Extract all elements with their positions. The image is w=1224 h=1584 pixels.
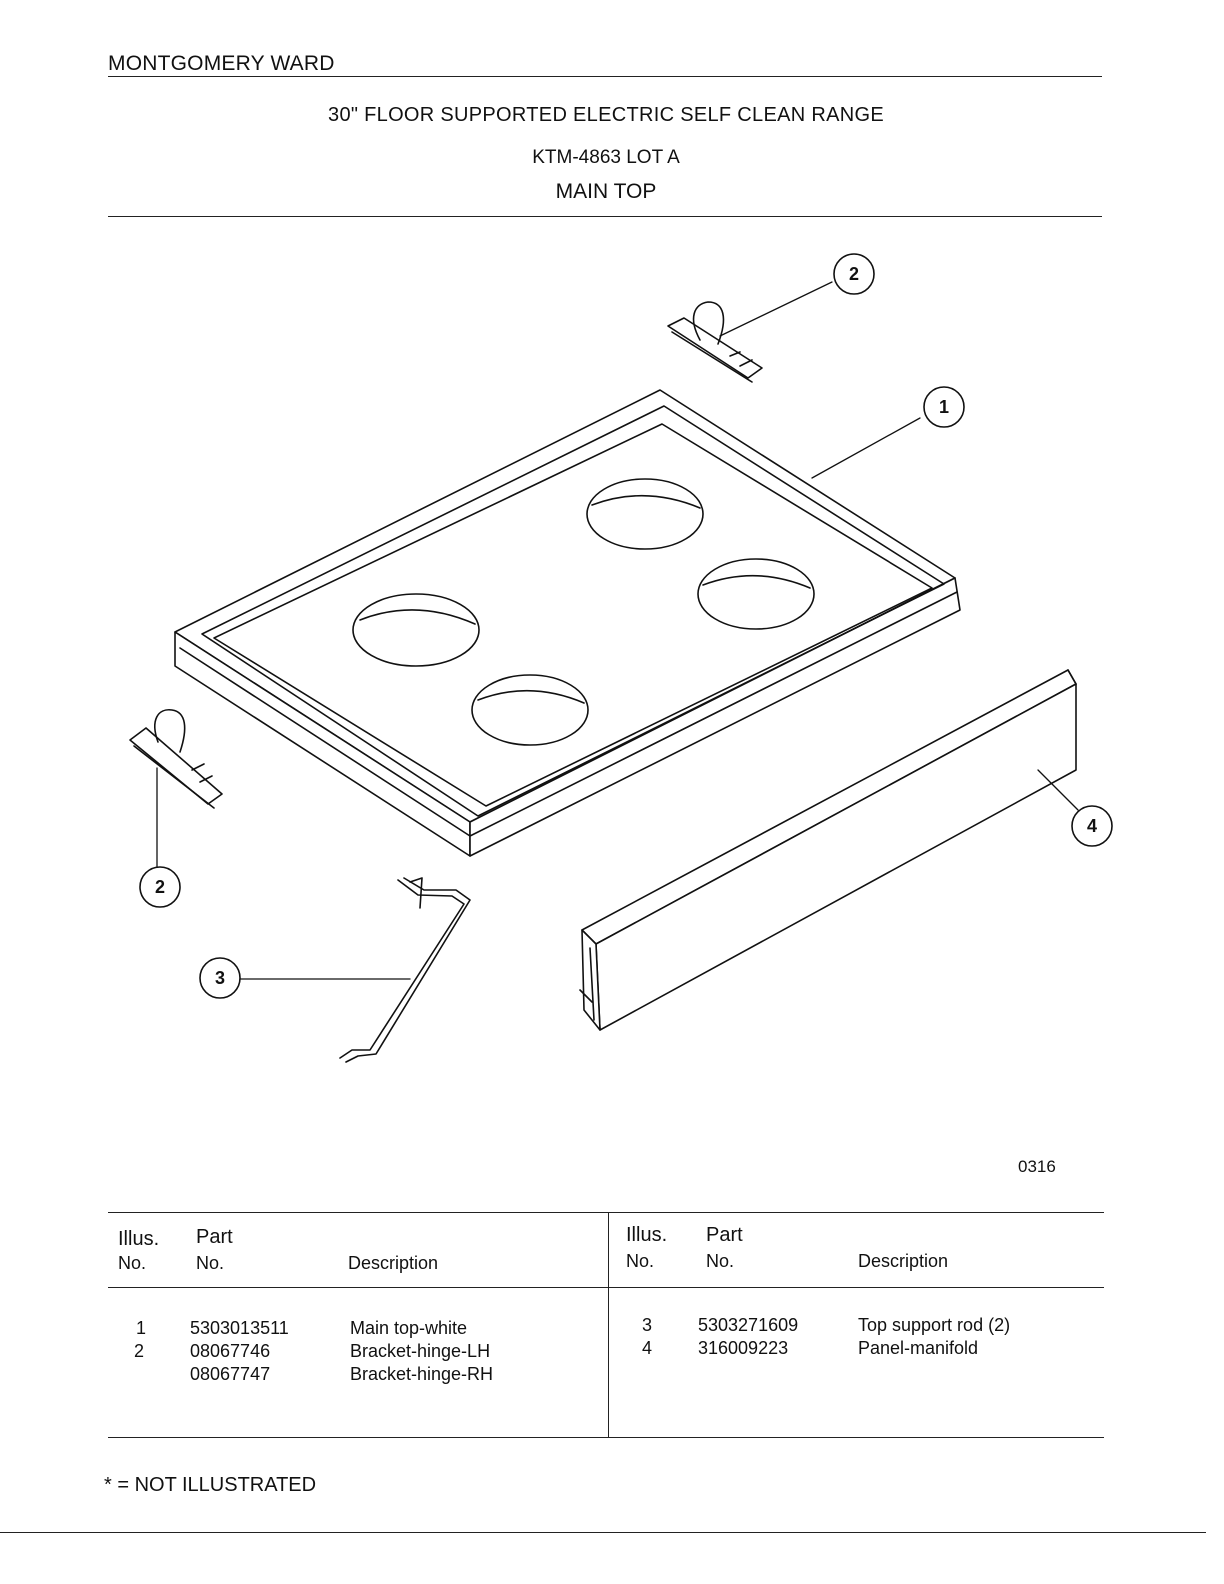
right-illus-header: Illus.: [626, 1224, 668, 1246]
page-title: 30" FLOOR SUPPORTED ELECTRIC SELF CLEAN …: [328, 104, 884, 126]
callout-circle-2-lower: [139, 866, 181, 908]
left-row-1-description: Main top-white: [350, 1318, 468, 1338]
callout-circle-4: [1071, 805, 1113, 847]
title-rule: [108, 216, 1102, 217]
callout-label-2-upper: 2: [849, 264, 859, 284]
left-part-no-header: No.: [196, 1253, 225, 1273]
left-row-2-description: Bracket-hinge-LH: [350, 1341, 491, 1361]
table-column-divider: [608, 1212, 609, 1438]
right-row-1-description: Top support rod (2): [858, 1315, 1011, 1335]
callout-label-2-lower: 2: [155, 877, 165, 897]
table-top-rule: [108, 1212, 1104, 1213]
left-row-1-part: 5303013511: [190, 1318, 289, 1338]
right-part-header: Part: [706, 1224, 743, 1246]
callout-label-4: 4: [1087, 816, 1097, 836]
callout-label-3: 3: [215, 968, 225, 988]
right-row-2-description: Panel-manifold: [858, 1338, 979, 1358]
right-illus-no-header: No.: [626, 1251, 655, 1271]
left-row-2-part: 08067746: [190, 1341, 271, 1361]
left-row-3-description: Bracket-hinge-RH: [350, 1364, 494, 1384]
footer-rule: [0, 1532, 1206, 1533]
right-part-no-header: No.: [706, 1251, 735, 1271]
left-illus-header: Illus.: [118, 1228, 160, 1250]
right-row-1-part: 5303271609: [698, 1315, 799, 1335]
right-description-header: Description: [858, 1251, 949, 1271]
callout-label-1: 1: [939, 397, 949, 417]
left-description-header: Description: [348, 1253, 439, 1273]
callout-circle-1: [923, 386, 965, 428]
right-row-2-illus: 4: [642, 1338, 653, 1358]
left-row-3-part: 08067747: [190, 1364, 271, 1384]
brand-name: MONTGOMERY WARD: [108, 52, 335, 75]
panel-manifold-part: [579, 669, 1077, 1031]
diagram-code: 0316: [1018, 1157, 1056, 1176]
left-row-1-illus: 1: [136, 1318, 147, 1338]
table-bottom-rule: [108, 1437, 1104, 1438]
bracket-hinge-rh-part: [667, 301, 763, 383]
not-illustrated-note: * = NOT ILLUSTRATED: [104, 1474, 317, 1496]
left-row-2-illus: 2: [134, 1341, 145, 1361]
table-header-rule: [108, 1287, 1104, 1288]
left-illus-no-header: No.: [118, 1253, 147, 1273]
callout-circle-2-upper: [833, 253, 875, 295]
leader-lines: [156, 281, 1079, 980]
right-row-2-part: 316009223: [698, 1338, 789, 1358]
model-number: KTM-4863 LOT A: [532, 147, 680, 168]
left-part-header: Part: [196, 1226, 233, 1248]
section-title: MAIN TOP: [555, 180, 657, 203]
callout-circle-3: [199, 957, 241, 999]
header-rule: [108, 76, 1102, 77]
bracket-hinge-lh-part: [129, 709, 223, 809]
main-top-part: [174, 389, 961, 857]
top-support-rod-part: [339, 877, 471, 1063]
right-row-1-illus: 3: [642, 1315, 653, 1335]
